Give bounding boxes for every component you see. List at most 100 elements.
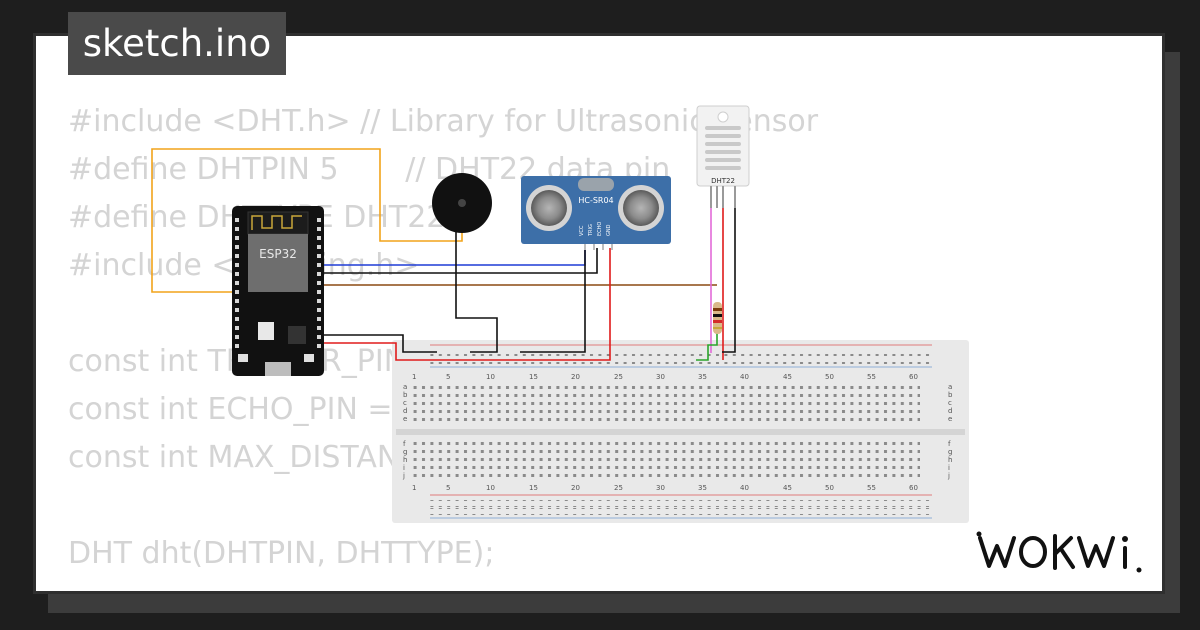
column-number: 5 [446,484,450,492]
ultrasonic-crystal [578,178,614,191]
terminal-strip-bottom [410,440,920,480]
logo-k [1053,534,1075,570]
wire-green[interactable] [696,333,718,361]
column-number: 40 [740,484,749,492]
row-letter: b [948,391,953,399]
breadboard[interactable]: 1 5 10 15 20 25 30 35 40 45 50 55 60 a b… [392,340,969,523]
usb-port [265,362,291,376]
wire-black-buzzer[interactable] [455,232,498,353]
code-line: DHT dht(DHTPIN, DHTTYPE); [68,536,495,571]
row-letter: j [947,472,950,480]
transducer-left [531,190,567,226]
esp32-regulator [258,322,274,340]
esp32-shield [248,234,308,292]
row-letter: a [948,383,952,391]
column-number: 50 [825,373,834,381]
column-number: 25 [614,373,623,381]
column-number: 20 [571,373,580,381]
esp32-board[interactable]: ESP32 [232,206,324,376]
row-letter: j [402,472,405,480]
column-number: 45 [783,484,792,492]
code-line: #define DHTPIN 5 // DHT22 data pin [68,152,671,187]
column-number: 60 [909,484,918,492]
row-letter: i [403,464,405,472]
ultrasonic-sensor[interactable]: HC-SR04 VCC TRIG ECHO GND [521,176,671,250]
power-rail-top-2 [430,357,932,364]
resistor-body [713,302,722,334]
file-tab[interactable]: sketch.ino [68,12,286,75]
row-letters-top: a b c d e a b c d e [403,383,953,423]
column-number: 35 [698,484,707,492]
resistor[interactable] [713,302,722,334]
wire-black-gnd[interactable] [520,248,586,353]
column-number: 50 [825,484,834,492]
column-number: 15 [529,484,538,492]
wire-black-dht[interactable] [722,208,736,353]
button-en[interactable] [304,354,314,362]
row-letter: b [403,391,408,399]
row-letter: g [948,448,952,456]
logo-accent [1136,567,1142,573]
power-rail-bottom-1 [430,500,932,507]
logo-o [1019,536,1047,568]
row-letters-bottom: f g h i j f g h i j [402,440,952,480]
row-letter: f [403,440,406,448]
column-number: 20 [571,484,580,492]
row-letter: i [948,464,950,472]
wire-orange[interactable] [151,148,463,293]
column-number: 30 [656,484,665,492]
row-letter: d [948,407,952,415]
row-letter: e [403,415,407,423]
column-number: 55 [867,484,876,492]
column-number: 40 [740,373,749,381]
row-letter: c [948,399,952,407]
dht22-mount-hole [717,111,729,123]
terminal-strip-top [410,383,920,423]
transducer-right [623,190,659,226]
column-number: 30 [656,373,665,381]
column-number: 5 [446,373,450,381]
column-number: 15 [529,373,538,381]
ultrasonic-pin-labels: VCC TRIG ECHO GND [579,222,612,237]
wire-black-short[interactable] [322,248,598,274]
code-line: const int ECHO_PIN = [68,392,393,427]
column-numbers-bottom: 1 5 10 15 20 25 30 35 40 45 50 55 60 [412,484,918,492]
dht22-label: DHT22 [711,177,735,185]
power-rail-bottom-2 [430,508,932,515]
row-letter: f [948,440,951,448]
resistor-band [713,320,722,323]
logo-w [978,536,1016,568]
logo-i-dot [1122,536,1128,542]
row-letter: a [403,383,407,391]
antenna-trace [251,215,302,230]
wire-red-vcc[interactable] [322,248,611,361]
code-line: #define DHTTYPE DHT22 [68,200,446,235]
ultrasonic-pins [584,244,613,250]
row-letter: g [403,448,407,456]
logo-accent [976,531,982,537]
logo-w2 [1077,536,1115,568]
wire-blue[interactable] [322,248,586,266]
ultrasonic-label: HC-SR04 [578,196,613,205]
esp32-pins-left [235,218,239,348]
row-letter: c [403,399,407,407]
row-letter: d [403,407,407,415]
dht22-sensor[interactable]: DHT22 [696,105,750,208]
wokwi-logo [976,531,1142,573]
row-letter: e [948,415,952,423]
row-letter: h [948,456,952,464]
wires [151,148,736,361]
column-number: 45 [783,373,792,381]
column-number: 10 [486,484,495,492]
wire-black-esp-gnd[interactable] [322,334,437,353]
column-number: 10 [486,373,495,381]
center-channel [396,429,965,435]
column-number: 35 [698,373,707,381]
button-boot[interactable] [238,354,248,362]
resistor-band [713,314,722,317]
esp32-chip [288,326,306,344]
buzzer[interactable] [432,173,492,233]
column-number: 55 [867,373,876,381]
resistor-band [713,327,722,329]
